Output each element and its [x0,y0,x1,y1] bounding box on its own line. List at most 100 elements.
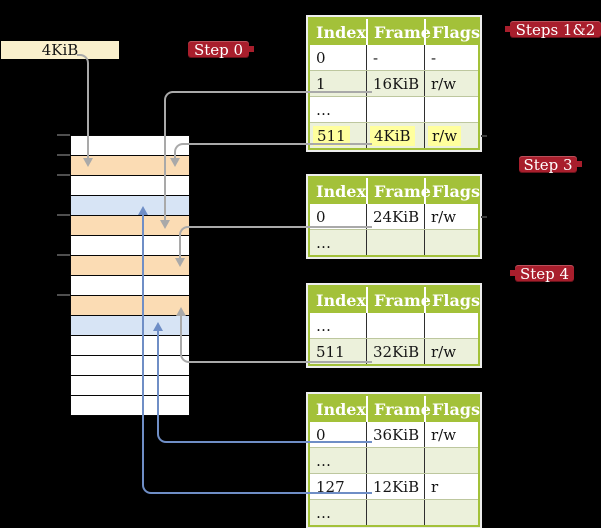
memory-frame-white [71,136,189,156]
table-cell [366,230,424,255]
table-cell: r/w [424,123,478,148]
arrow-entry127-12kib-vline [142,215,144,484]
arrow-entry511-32kib-head [176,307,186,316]
table-cell: 32KiB [366,339,424,364]
table-cell [366,500,424,525]
table-header-cell: Index [316,22,367,42]
steps-1-2-tab [505,26,510,32]
table-cell: 511 [310,123,366,148]
memory-frame-orange [71,256,189,276]
table-cell: r [424,474,478,499]
table-row: 0-- [310,45,478,71]
arrow-box-to-4kib-corner [77,54,89,64]
step-0-tab [249,46,254,52]
table-header-cell: Frame [366,178,431,204]
arrow-box-to-4kib-line [87,63,89,159]
arrow-entry511-4kib-hline [184,143,372,145]
table-row: … [310,313,478,339]
arrow-entry1-16kib-head [160,220,170,229]
table-cell: … [316,451,331,470]
pointer-dash [481,135,487,137]
highlighted-value: 4KiB [370,125,415,146]
table-cell [424,97,478,122]
table-header-cell: Index [316,399,367,419]
steps-1-2-text: Steps 1&2 [515,20,596,39]
step-3-tab [577,161,582,167]
arrow-entry127-12kib-head [138,206,148,215]
table-row: … [310,230,478,255]
table-cell: 0 [316,207,326,226]
tick-mark [57,154,70,156]
table-cell: 0 [316,425,326,444]
tick-mark [57,134,70,136]
memory-frame-white [71,336,189,356]
table-cell [424,230,478,255]
step-4-tab [510,270,515,276]
memory-frame-white [71,236,189,256]
step-3-text: Step 3 [523,155,573,174]
arrow-entry0-24kib-vline [179,235,181,258]
step-0-text: Step 0 [193,40,244,59]
table-cell: 0 [316,48,326,67]
table-cell: r/w [424,339,478,364]
steps-1-2-label: Steps 1&2 [510,20,601,39]
arrow-entry511-4kib-vline [174,152,176,158]
arrow-entry0-36kib-corner [157,433,167,443]
table-cell: … [316,503,331,522]
arrow-entry511-4kib-corner [174,143,184,153]
arrow-entry0-24kib-head [175,258,185,267]
arrow-entry0-24kib-corner [179,226,189,236]
table-cell: - [424,45,478,70]
memory-frame-blue [71,196,189,216]
table-cell: r/w [424,422,478,447]
table-row: … [310,97,478,123]
arrow-entry511-32kib-vline [180,316,182,353]
table-cell [366,313,424,338]
arrow-entry511-4kib-head [170,158,180,167]
memory-frame-blue [71,316,189,336]
arrow-entry511-32kib-corner [180,353,190,363]
table-cell [366,97,424,122]
arrow-entry1-16kib-vline [164,100,166,220]
table-cell [366,448,424,473]
table-cell: 36KiB [366,422,424,447]
arrow-entry0-24kib-hline [188,226,372,228]
table-cell: 4KiB [366,123,424,148]
table-row: … [310,448,478,474]
table-header-cell: Flags [424,178,480,204]
arrow-entry511-32kib-hline [189,361,372,363]
tick-mark [57,174,70,176]
highlighted-value: 511 [313,125,350,146]
memory-frame-white [71,176,189,196]
tick-mark [57,294,70,296]
table-cell: r/w [424,71,478,96]
step-0-label: Step 0 [188,40,249,59]
table-header-cell: Index [316,181,367,201]
step-4-text: Step 4 [519,264,570,283]
table-cell: r/w [424,204,478,229]
memory-frame-white [71,376,189,396]
physical-memory-column [70,135,190,416]
tick-mark [57,214,70,216]
table-cell: 24KiB [366,204,424,229]
arrow-entry0-36kib-hline [166,441,372,443]
step-3-label: Step 3 [519,155,577,174]
table-row: … [310,500,478,525]
memory-frame-white [71,396,189,415]
table-cell: … [316,316,331,335]
frame-address-box: 4KiB [1,41,119,59]
arrow-entry1-16kib-corner [164,91,174,101]
pointer-dash [481,216,487,218]
